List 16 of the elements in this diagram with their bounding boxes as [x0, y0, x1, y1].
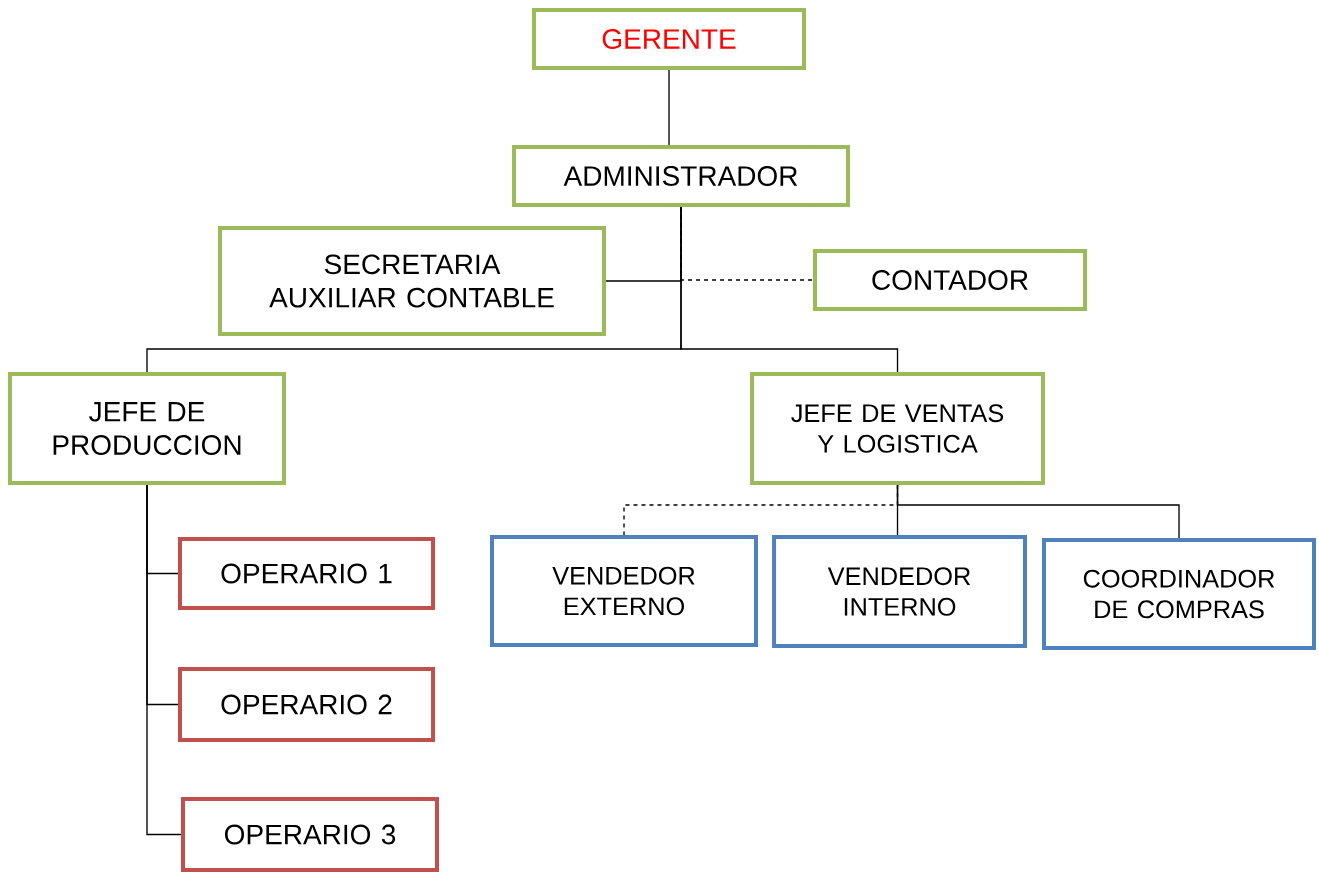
org-box: COORDINADOR DE COMPRAS	[1042, 538, 1316, 650]
org-box: VENDEDOR INTERNO	[772, 534, 1027, 649]
org-box: JEFE DE VENTAS Y LOGISTICA	[750, 371, 1045, 486]
org-box: ADMINISTRADOR	[512, 145, 850, 207]
org-box: JEFE DE PRODUCCION	[8, 371, 286, 486]
connector-line	[896, 484, 1180, 539]
org-box: VENDEDOR EXTERNO	[490, 535, 758, 647]
org-box: OPERARIO 1	[177, 537, 436, 611]
connector-line	[146, 484, 182, 836]
connector-line	[668, 69, 670, 146]
org-box: OPERARIO 3	[181, 797, 439, 872]
connector-line	[680, 206, 899, 373]
org-box: CONTADOR	[813, 249, 1087, 311]
org-box: SECRETARIA AUXILIAR CONTABLE	[218, 226, 606, 336]
org-box: GERENTE	[532, 8, 806, 70]
org-box: OPERARIO 2	[177, 667, 436, 742]
